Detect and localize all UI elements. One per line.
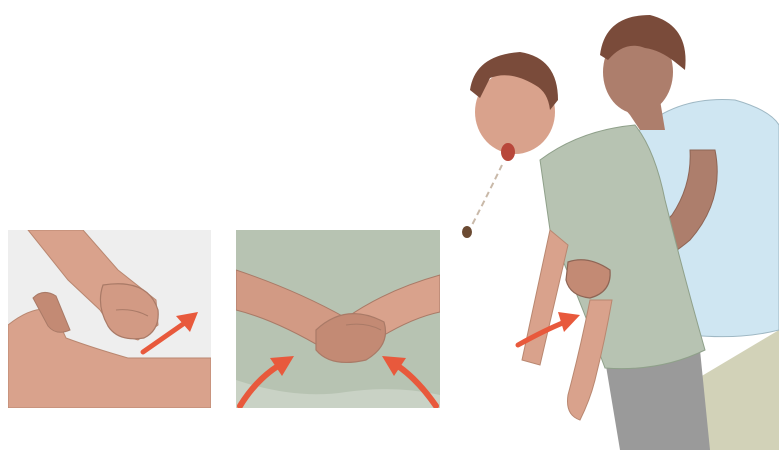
expulsion-trail: [472, 165, 502, 225]
victim-left-arm: [522, 230, 568, 365]
hands-on-abdomen-panel: [236, 230, 440, 408]
fist-placement-illustration: [8, 230, 211, 408]
victim-mouth: [501, 143, 515, 161]
heimlich-maneuver-scene: [440, 0, 779, 450]
scene-illustration: [440, 0, 779, 450]
hands-on-abdomen-illustration: [236, 230, 440, 408]
fist-placement-panel: [8, 230, 211, 408]
expelled-object: [462, 226, 472, 238]
